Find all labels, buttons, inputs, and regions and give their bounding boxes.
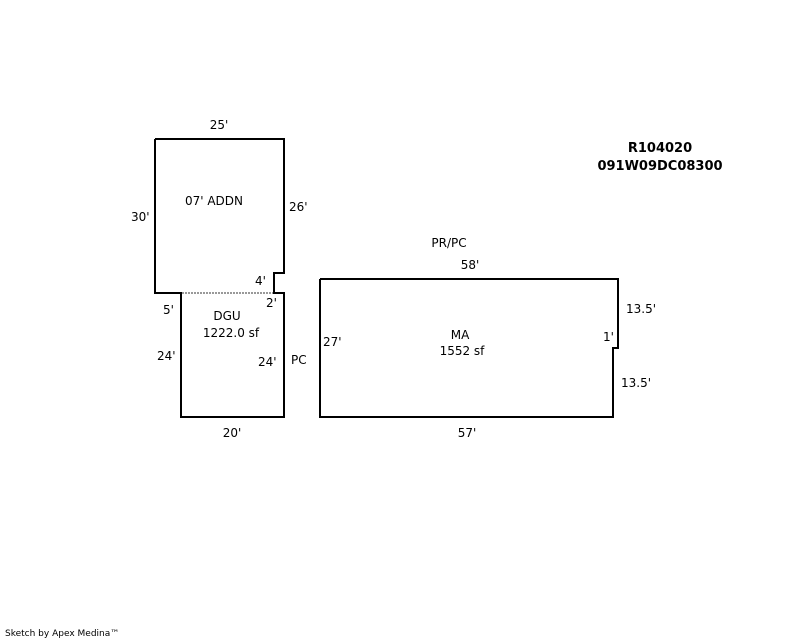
label-dgu: DGU [213, 309, 241, 323]
dim-ma-right-bottom: 13.5' [621, 376, 652, 390]
footer-credit: Sketch by Apex Medina™ [5, 629, 120, 639]
parcel-number: 091W09DC08300 [597, 159, 723, 174]
dim-ma-step: 1' [603, 330, 614, 344]
dim-addn-top: 25' [209, 118, 229, 132]
parcel-id: R104020 [627, 141, 693, 156]
dim-addn-right: 26' [289, 200, 308, 214]
dim-dgu-step: 5' [163, 303, 174, 317]
dim-addn-left: 30' [131, 210, 150, 224]
addn-dgu-outline [154, 138, 285, 418]
label-pc: PC [291, 353, 307, 367]
ma-outline [319, 278, 619, 418]
dim-ma-top: 58' [460, 258, 480, 272]
dim-ma-right-top: 13.5' [626, 302, 657, 316]
dim-ma-left: 27' [323, 335, 342, 349]
dim-dgu-left: 24' [157, 349, 176, 363]
area-dgu: 1222.0 sf [202, 326, 260, 340]
label-ma: MA [450, 328, 470, 342]
dim-ma-bottom: 57' [457, 426, 477, 440]
dim-notch-4: 4' [255, 274, 266, 288]
label-prpc: PR/PC [431, 236, 467, 250]
label-addn: 07' ADDN [184, 194, 244, 208]
dim-dgu-right: 24' [258, 355, 277, 369]
dim-dgu-bottom: 20' [222, 426, 242, 440]
dim-notch-2: 2' [266, 296, 277, 310]
area-ma: 1552 sf [439, 344, 485, 358]
